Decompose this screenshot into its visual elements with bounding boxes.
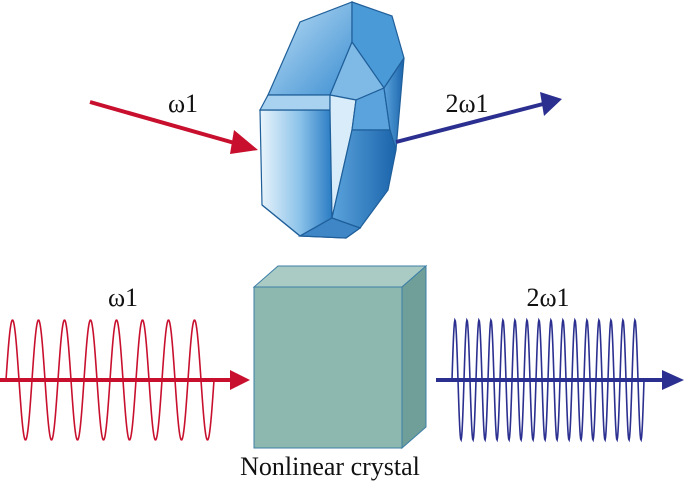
top-output-arrowhead <box>540 92 562 116</box>
crystal-caption: Nonlinear crystal <box>240 452 420 481</box>
top-input-beam <box>89 100 258 154</box>
top-input-arrowhead <box>230 130 258 154</box>
bottom-input-arrowhead <box>230 370 250 390</box>
bottom-input-label: ω1 <box>108 283 138 312</box>
nonlinear-crystal-box <box>252 264 428 450</box>
bottom-output-label: 2ω1 <box>526 283 569 312</box>
top-output-beam <box>395 92 562 144</box>
top-input-label: ω1 <box>168 89 198 118</box>
top-output-beam-line <box>395 102 544 144</box>
crystal-box-front <box>253 286 403 449</box>
crystal-box-top <box>252 265 428 288</box>
top-output-label: 2ω1 <box>445 89 488 118</box>
bottom-output-beam <box>436 370 684 390</box>
top-input-beam-line <box>89 100 239 146</box>
crystal-gem-icon <box>259 1 405 239</box>
bottom-output-arrowhead <box>662 370 684 390</box>
crystal-box-side <box>401 264 427 450</box>
bottom-input-beam <box>0 370 250 390</box>
